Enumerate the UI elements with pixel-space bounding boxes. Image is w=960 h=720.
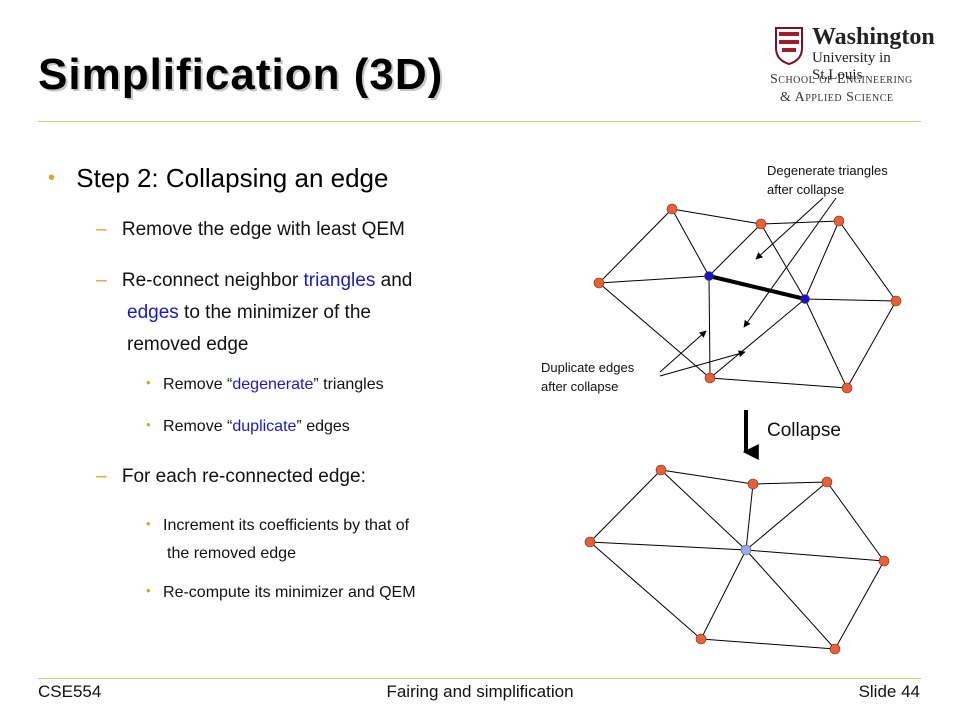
bullet-text: ” triangles xyxy=(313,376,384,393)
collapse-label: Collapse xyxy=(767,420,841,441)
keyword-triangles: triangles xyxy=(303,270,376,291)
top-mesh xyxy=(598,208,897,389)
dash-icon: – xyxy=(96,219,107,240)
annotation-line: after collapse xyxy=(541,379,619,394)
duplicate-annotation: Duplicate edges after collapse xyxy=(541,358,634,396)
bullet-dot-icon: • xyxy=(48,167,56,189)
bullet-dot-icon: • xyxy=(146,583,151,598)
bullet-dot-icon: • xyxy=(146,375,151,390)
keyword-duplicate: duplicate xyxy=(232,418,297,435)
bullet-text: to the minimizer of the xyxy=(178,302,371,323)
dash-icon: – xyxy=(96,270,107,291)
bullet-text: For each re-connected edge: xyxy=(121,466,366,487)
top-vertices xyxy=(593,203,902,394)
bullet-text: Remove the edge with least QEM xyxy=(121,219,405,240)
footer-course: CSE554 xyxy=(38,682,102,701)
annotation-line: after collapse xyxy=(767,182,845,197)
university-logo: Washington University in St.Louis School… xyxy=(770,24,935,106)
bullet-recompute: • Re-compute its minimizer and QEM xyxy=(146,583,416,602)
bullet-text: Remove “ xyxy=(163,376,233,393)
slide-title: Simplification (3D) xyxy=(38,50,444,99)
bullet-for-each: – For each re-connected edge: xyxy=(96,466,366,488)
degenerate-annotation: Degenerate triangles after collapse xyxy=(767,161,888,199)
title-rule xyxy=(38,121,921,122)
bullet-text: Remove “ xyxy=(163,418,233,435)
bullet-text: Re-compute its minimizer and QEM xyxy=(163,584,416,601)
bullet-dot-icon: • xyxy=(146,516,151,531)
logo-applied-science: & Applied Science xyxy=(780,90,894,105)
footer-slide-number: Slide 44 xyxy=(858,682,920,701)
footer-topic: Fairing and simplification xyxy=(386,682,574,701)
collapsed-edge xyxy=(708,274,806,301)
bullet-text: removed edge xyxy=(127,334,249,355)
bottom-mesh xyxy=(589,469,885,650)
bullet-increment: • Increment its coefficients by that of … xyxy=(146,512,409,568)
duplicate-arrow-1 xyxy=(659,330,707,373)
degenerate-arrow-1 xyxy=(755,197,824,260)
bullet-text: Re-connect neighbor xyxy=(121,270,304,291)
crest-icon xyxy=(775,27,803,66)
keyword-degenerate: degenerate xyxy=(232,376,314,393)
annotation-line: Degenerate triangles xyxy=(767,163,888,178)
logo-university: University in St.Louis xyxy=(812,50,891,83)
bullet-text: Step 2: Collapsing an edge xyxy=(76,163,389,193)
bullet-reconnect: – Re-connect neighbor triangles and edge… xyxy=(96,265,412,361)
annotation-line: Duplicate edges xyxy=(541,360,635,375)
bullet-dot-icon: • xyxy=(146,417,151,432)
degenerate-arrow-2 xyxy=(743,197,837,328)
logo-washington: Washington xyxy=(812,24,935,50)
bullet-remove-duplicate: • Remove “duplicate” edges xyxy=(146,417,350,436)
logo-school: School of Engineering xyxy=(770,72,913,87)
footer-rule xyxy=(38,678,921,679)
bullet-level1: • Step 2: Collapsing an edge xyxy=(48,163,388,194)
bullet-text: and xyxy=(375,270,413,291)
bullet-text: ” edges xyxy=(296,418,350,435)
bottom-vertices xyxy=(584,464,890,655)
keyword-edges: edges xyxy=(127,302,179,323)
dash-icon: – xyxy=(96,466,107,487)
duplicate-arrow-2 xyxy=(659,350,746,377)
bullet-text: the removed edge xyxy=(167,545,296,562)
bullet-text: Increment its coefficients by that of xyxy=(163,517,410,534)
bullet-remove-degenerate: • Remove “degenerate” triangles xyxy=(146,375,384,394)
bullet-remove-edge: – Remove the edge with least QEM xyxy=(96,219,405,241)
